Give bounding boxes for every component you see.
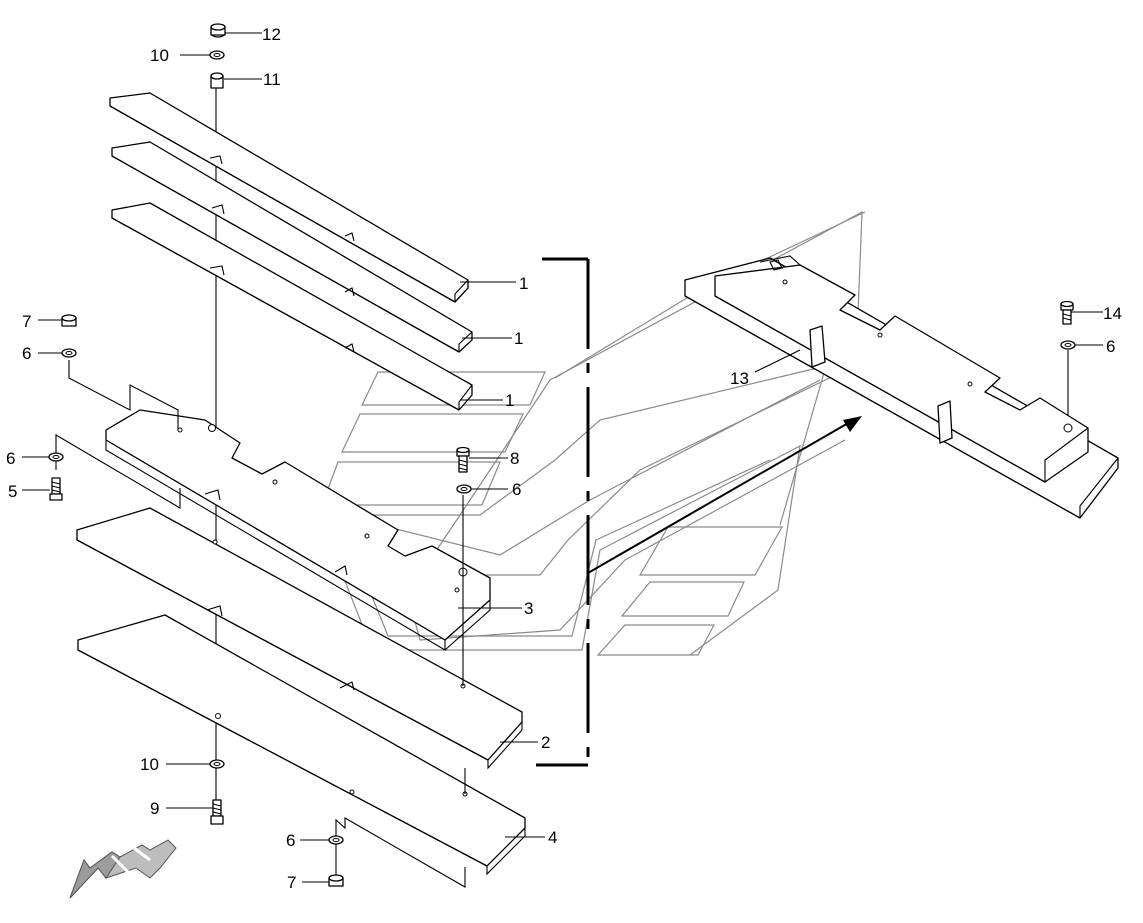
strip-part-1-top <box>109 92 469 303</box>
callout-5: 5 <box>8 482 17 501</box>
washer-10-top <box>209 50 225 60</box>
bolt-14 <box>1060 300 1074 325</box>
washer-6-mid <box>456 484 472 494</box>
nut-7-left <box>61 314 77 327</box>
nut-7-bottom <box>328 874 344 887</box>
callout-12: 12 <box>262 25 281 44</box>
callout-11: 11 <box>263 70 281 89</box>
plate-part-4 <box>77 614 526 876</box>
washer-6-left <box>61 348 77 358</box>
callout-1-b: 1 <box>514 329 523 348</box>
hardware <box>48 23 1076 887</box>
callout-labels: 12 10 11 1 1 1 7 6 6 5 8 6 3 2 10 9 4 6 … <box>6 25 1122 892</box>
callout-10-top: 10 <box>150 46 169 65</box>
callout-9: 9 <box>150 799 159 818</box>
travel-direction-arrow-icon <box>69 839 177 899</box>
callout-6-bottom: 6 <box>286 831 295 850</box>
callout-14: 14 <box>1103 304 1122 323</box>
callout-2: 2 <box>541 733 550 752</box>
washer-6-bottom <box>328 835 344 845</box>
callout-6-right: 6 <box>1106 337 1115 356</box>
assembly-guide-lines <box>55 350 1069 888</box>
callout-3: 3 <box>524 599 533 618</box>
plate-part-3 <box>105 409 491 651</box>
callout-4: 4 <box>548 828 557 847</box>
callout-13: 13 <box>730 369 749 388</box>
washer-10-bottom <box>209 759 225 769</box>
washer-6-mid-left <box>48 452 64 462</box>
bolt-5 <box>49 477 63 501</box>
leader-lines <box>22 32 1103 883</box>
callout-7-left: 7 <box>22 312 31 331</box>
group-bracket <box>536 257 590 767</box>
plate-part-2 <box>76 507 523 770</box>
callout-8: 8 <box>510 449 519 468</box>
detail-assembly-13 <box>684 255 1119 519</box>
callout-1-c: 1 <box>505 391 514 410</box>
bolt-8 <box>456 446 470 473</box>
bolt-9 <box>210 799 224 825</box>
callout-7-bottom: 7 <box>287 873 296 892</box>
callout-1-a: 1 <box>519 274 528 293</box>
spacer-11 <box>210 72 224 89</box>
callout-6-mid-left: 6 <box>6 449 15 468</box>
callout-10-bottom: 10 <box>140 755 159 774</box>
callout-6-left: 6 <box>22 344 31 363</box>
washer-6-right <box>1060 340 1076 350</box>
detail-pointer-arrow <box>587 416 862 574</box>
strip-part-1-bottom <box>111 202 473 411</box>
strip-part-1-middle <box>111 141 473 353</box>
callout-6-mid: 6 <box>512 480 521 499</box>
nut-12 <box>210 23 226 38</box>
